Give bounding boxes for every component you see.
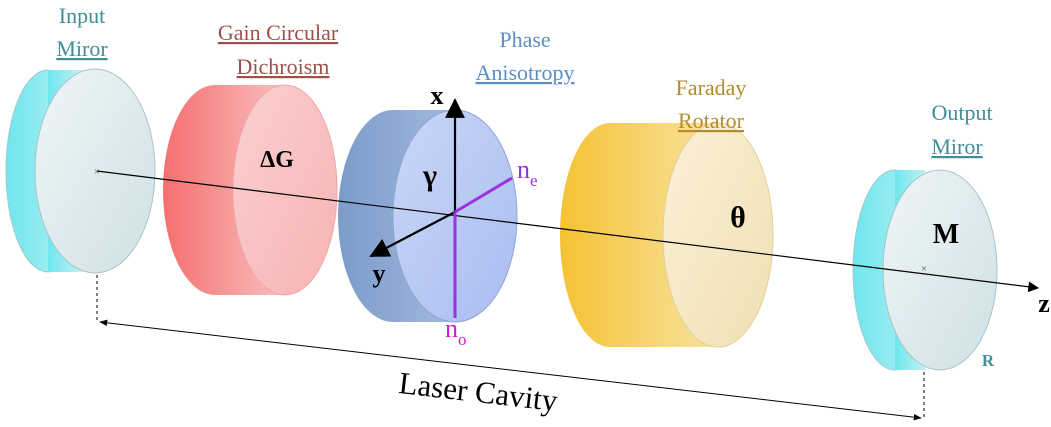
ne-label-base: n [517,155,530,184]
gamma-symbol: γ [422,159,437,192]
faraday-rotator-label-line1: Faraday [676,75,747,100]
y-axis-line [369,211,456,257]
output-mirror-label-line1: Output [931,100,992,125]
input-mirror-label-line2: Miror [56,36,108,61]
output-mirror-label-line2: Miror [931,134,983,159]
ne-label: ne [517,155,538,190]
phase-anisotropy-disk [338,109,518,323]
gain-dichroism-label-line1: Gain Circular [218,20,339,45]
output-center-mark: × [921,263,927,275]
laser-cavity-dimension-arrow [99,319,922,421]
x-axis-label: x [431,81,444,110]
no-label-sub: o [458,330,467,349]
y-axis-label: y [373,259,386,288]
input-mirror [5,68,156,274]
input-center-mark: × [94,166,100,178]
phase-axes [369,98,513,318]
no-label-base: n [445,314,458,343]
ne-axis-line [454,176,513,214]
faraday-rotator-label-line2: Rotator [678,108,745,133]
m-symbol: M [933,219,959,250]
ne-label-sub: e [530,171,538,190]
gain-dichroism-label-line2: Dichroism [237,54,330,79]
z-axis-label: z [1038,289,1050,318]
input-mirror-label-line1: Input [59,3,105,28]
theta-symbol: θ [730,201,746,234]
no-label: no [445,314,467,349]
phase-anisotropy-label-line1: Phase [499,27,550,52]
phase-anisotropy-label-line2: Anisotropy [476,60,575,85]
z-axis-line [96,170,1040,293]
faraday-rotator-cylinder [560,122,774,348]
delta-g-symbol: ΔG [260,147,294,173]
r-symbol: R [982,351,995,370]
